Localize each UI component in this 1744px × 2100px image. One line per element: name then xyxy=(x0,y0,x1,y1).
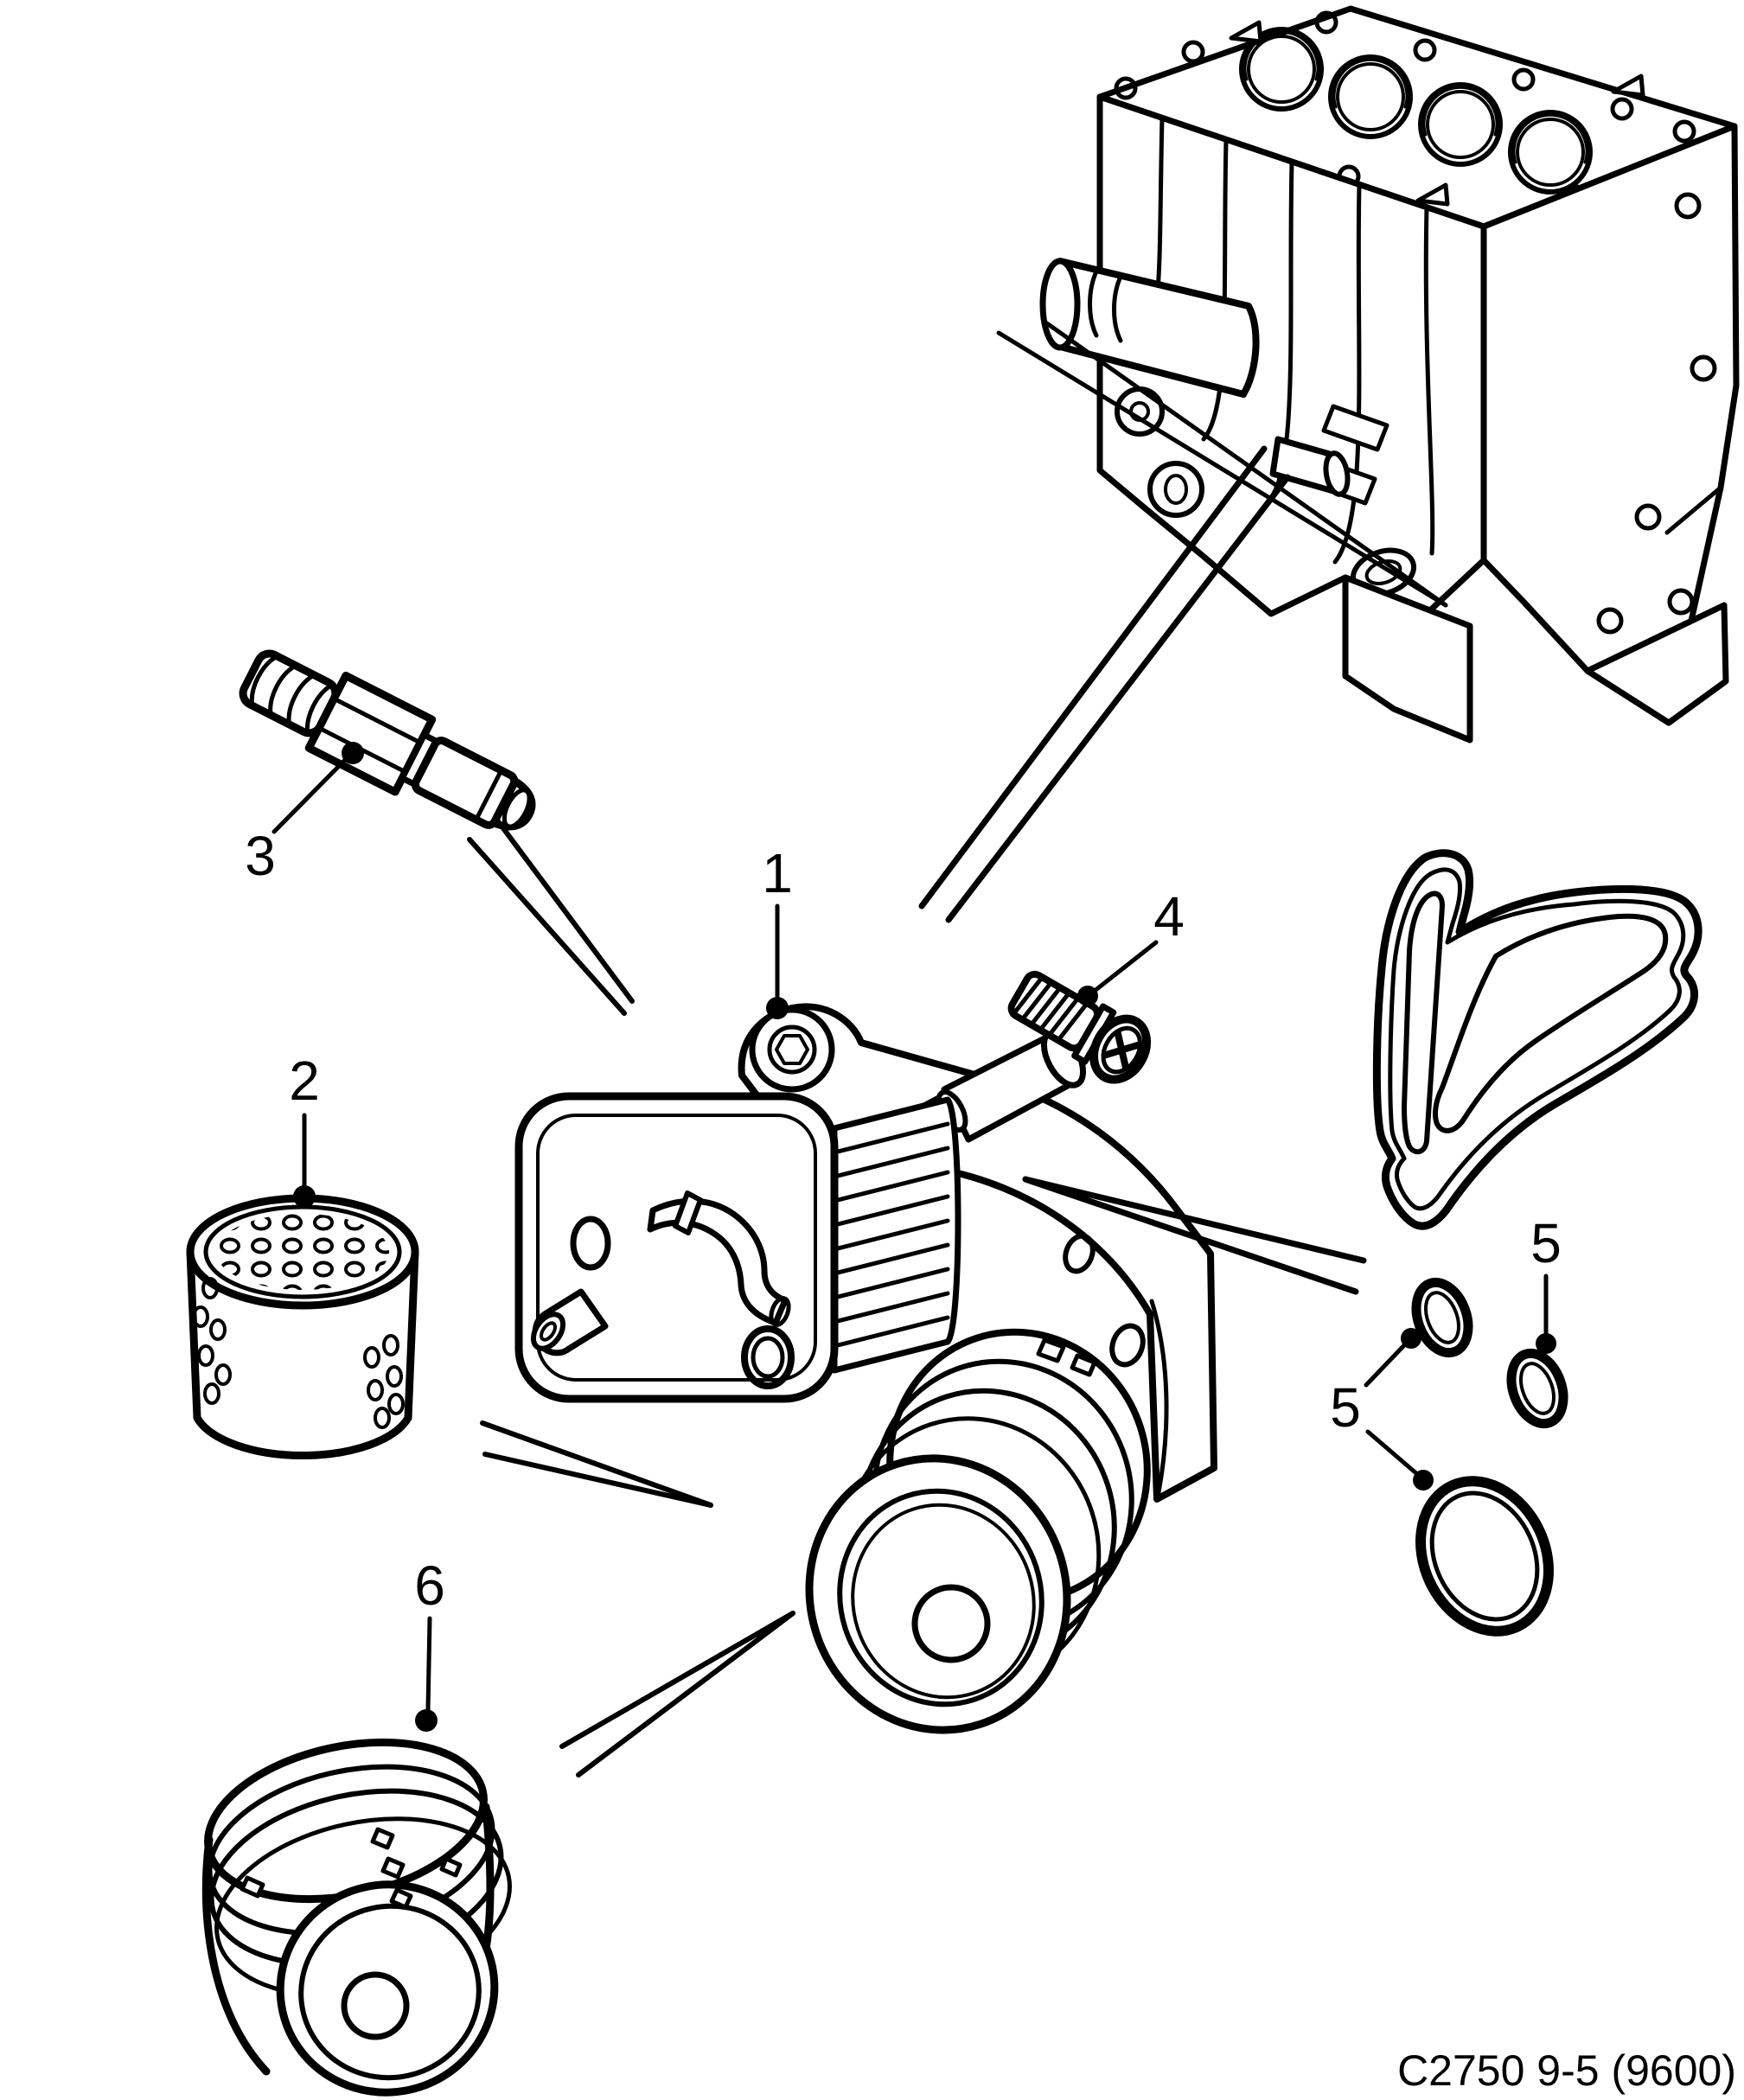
oil-filter-cap-drawing xyxy=(201,1738,512,2097)
oil-filter-element-drawing xyxy=(186,1194,419,1460)
leader-pair-block-to-assembly xyxy=(918,445,1291,923)
gasket-drawing xyxy=(1372,849,1702,1230)
callout-4-leader-line xyxy=(1092,940,1159,993)
bolt-drawing xyxy=(1007,970,1152,1084)
callout-5b-dot-down xyxy=(1413,1470,1434,1490)
callout-3-leader-line xyxy=(272,757,348,834)
callout-3: 3 xyxy=(245,742,364,887)
callout-5b-leader-line-up xyxy=(1364,1341,1409,1388)
callout-5a: 5 xyxy=(1530,1212,1562,1354)
callout-1-dot xyxy=(766,997,789,1019)
leader-pair-cap-to-housing xyxy=(559,1611,795,1778)
callout-5b-leader-line-down xyxy=(1365,1429,1420,1477)
callout-label-3: 3 xyxy=(245,825,276,887)
callout-2-dot xyxy=(293,1185,316,1208)
oil-cooler-assembly-drawing xyxy=(514,1003,1217,1734)
leader-pair-element-to-housing xyxy=(480,1420,713,1508)
callout-label-6: 6 xyxy=(414,1554,445,1617)
o-ring-small-2 xyxy=(1506,1348,1568,1429)
o-ring-large xyxy=(1415,1476,1554,1637)
engine-block-drawing xyxy=(1039,5,1740,744)
figure-code: C2750 9-5 (9600) xyxy=(1397,2046,1736,2095)
leader-pair-switch-to-housing xyxy=(467,819,635,1016)
o-ring-small-1 xyxy=(1411,1277,1473,1358)
callout-6-dot xyxy=(415,1709,438,1732)
callout-label-1: 1 xyxy=(762,842,793,904)
callout-label-4: 4 xyxy=(1153,885,1185,948)
leader-pair-assembly-to-seals xyxy=(1022,1176,1367,1295)
callout-4-dot xyxy=(1077,986,1098,1006)
leader-pair-block-to-gasket xyxy=(996,319,1448,608)
callout-5b-dot-up xyxy=(1401,1328,1421,1349)
callout-1: 1 xyxy=(762,842,793,1019)
callout-4: 4 xyxy=(1077,885,1185,1006)
callout-5b: 5 xyxy=(1330,1328,1434,1490)
callout-label-5b: 5 xyxy=(1330,1376,1361,1439)
callout-6-leader-line xyxy=(425,1616,432,1713)
callout-2: 2 xyxy=(289,1050,320,1208)
callout-5a-dot xyxy=(1536,1333,1556,1354)
callout-label-5a: 5 xyxy=(1530,1212,1562,1274)
callout-3-dot xyxy=(342,742,364,764)
callout-label-2: 2 xyxy=(289,1050,320,1112)
callout-6: 6 xyxy=(414,1554,445,1732)
